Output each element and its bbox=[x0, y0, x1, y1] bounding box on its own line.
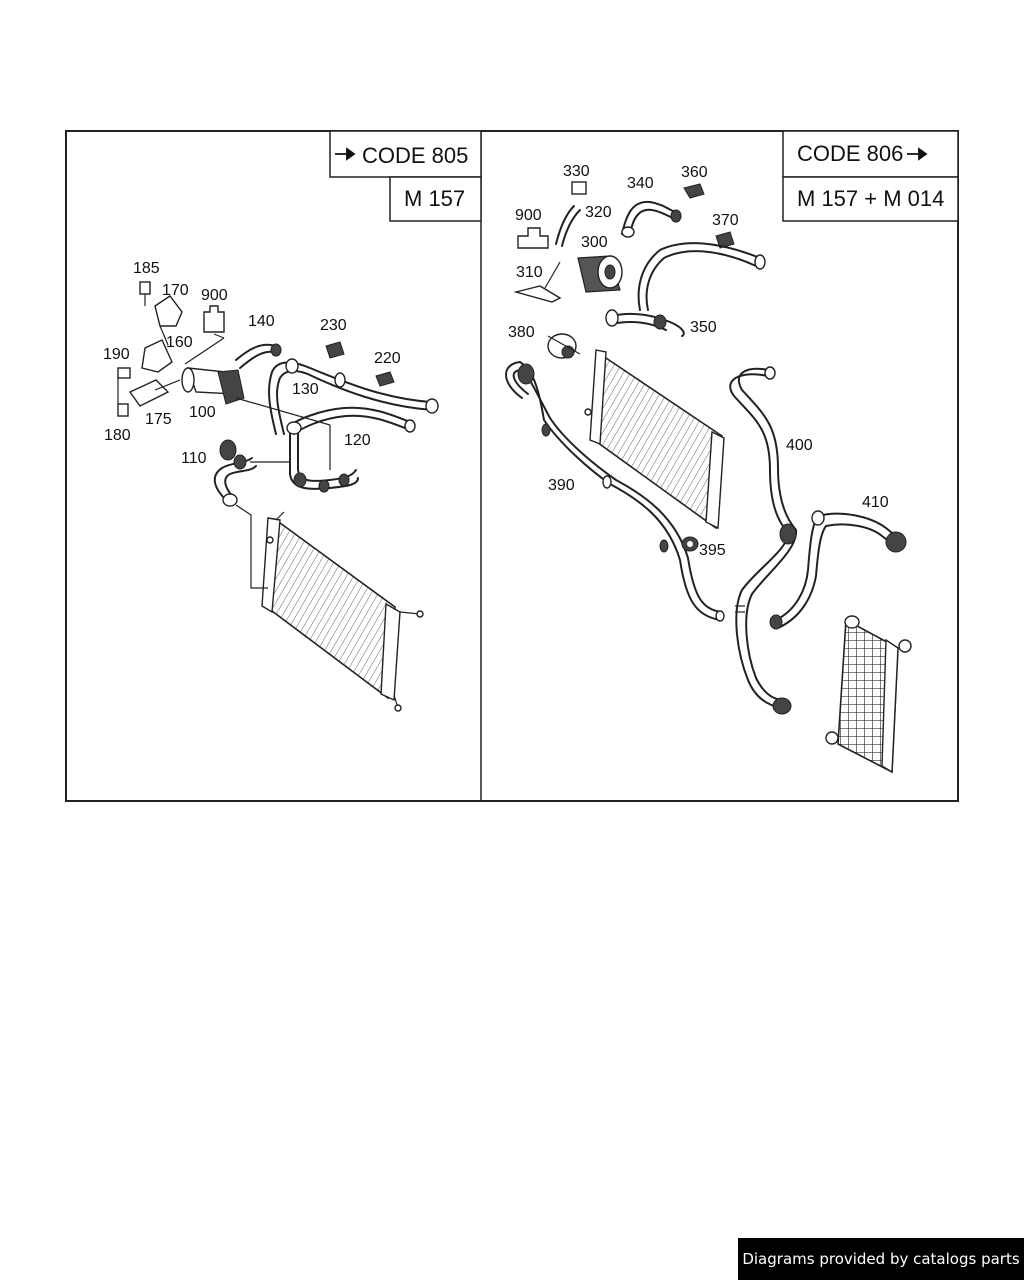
screw-180 bbox=[117, 403, 129, 417]
callout-190: 190 bbox=[103, 346, 130, 363]
right-drawing bbox=[505, 181, 912, 774]
callout-140: 140 bbox=[248, 313, 275, 330]
callout-350: 350 bbox=[690, 319, 717, 336]
attribution-footer: Diagrams provided by catalogs parts bbox=[738, 1238, 1024, 1280]
left-engine-box: M 157 bbox=[389, 176, 482, 222]
left-code-box: CODE 805 bbox=[329, 130, 482, 178]
callout-185: 185 bbox=[133, 260, 160, 277]
callout-320: 320 bbox=[585, 204, 612, 221]
right-engine-box: M 157 + M 014 bbox=[782, 176, 959, 222]
right-radiator bbox=[584, 349, 725, 530]
callout-180: 180 bbox=[104, 427, 131, 444]
callout-160: 160 bbox=[166, 334, 193, 351]
callout-410: 410 bbox=[862, 494, 889, 511]
clip-190 bbox=[117, 367, 131, 379]
arrow-right-icon bbox=[335, 147, 356, 161]
left-drawing bbox=[117, 281, 439, 712]
right-code-box: CODE 806 bbox=[782, 130, 959, 178]
callout-110: 110 bbox=[181, 450, 207, 467]
callout-175: 175 bbox=[145, 411, 172, 428]
callout-340: 340 bbox=[627, 175, 654, 192]
bolt-185 bbox=[139, 281, 151, 306]
callout-900: 900 bbox=[201, 287, 228, 304]
callout-220: 220 bbox=[374, 350, 401, 367]
left-radiator bbox=[261, 511, 424, 712]
callout-900-right: 900 bbox=[515, 207, 542, 224]
callout-380: 380 bbox=[508, 324, 535, 341]
callout-130: 130 bbox=[292, 381, 319, 398]
right-water-pump bbox=[577, 255, 623, 293]
left-engine-label: M 157 bbox=[404, 186, 465, 211]
arrow-right-icon bbox=[907, 147, 928, 161]
right-engine-label: M 157 + M 014 bbox=[797, 186, 944, 211]
left-water-pump bbox=[181, 367, 245, 405]
callout-230: 230 bbox=[320, 317, 347, 334]
right-code-label: CODE 806 bbox=[797, 141, 903, 166]
callout-370: 370 bbox=[712, 212, 739, 229]
left-code-label: CODE 805 bbox=[362, 143, 468, 168]
callout-170: 170 bbox=[162, 282, 189, 299]
diagram-frame bbox=[65, 130, 959, 802]
callout-120: 120 bbox=[344, 432, 371, 449]
clip-220 bbox=[375, 371, 395, 387]
clip-230 bbox=[325, 341, 345, 359]
callout-360: 360 bbox=[681, 164, 708, 181]
label-tag-900-left bbox=[203, 305, 225, 333]
attribution-text: Diagrams provided by catalogs parts bbox=[742, 1250, 1020, 1268]
bracket-175 bbox=[128, 379, 170, 407]
insulator-160 bbox=[141, 339, 173, 373]
callout-300: 300 bbox=[581, 234, 608, 251]
aux-cooler bbox=[825, 615, 912, 774]
callout-310: 310 bbox=[516, 264, 543, 281]
callout-400: 400 bbox=[786, 437, 813, 454]
callout-100: 100 bbox=[189, 404, 216, 421]
callout-390: 390 bbox=[548, 477, 575, 494]
callout-330: 330 bbox=[563, 163, 590, 180]
bracket-170 bbox=[154, 295, 183, 327]
callout-395: 395 bbox=[699, 542, 726, 559]
